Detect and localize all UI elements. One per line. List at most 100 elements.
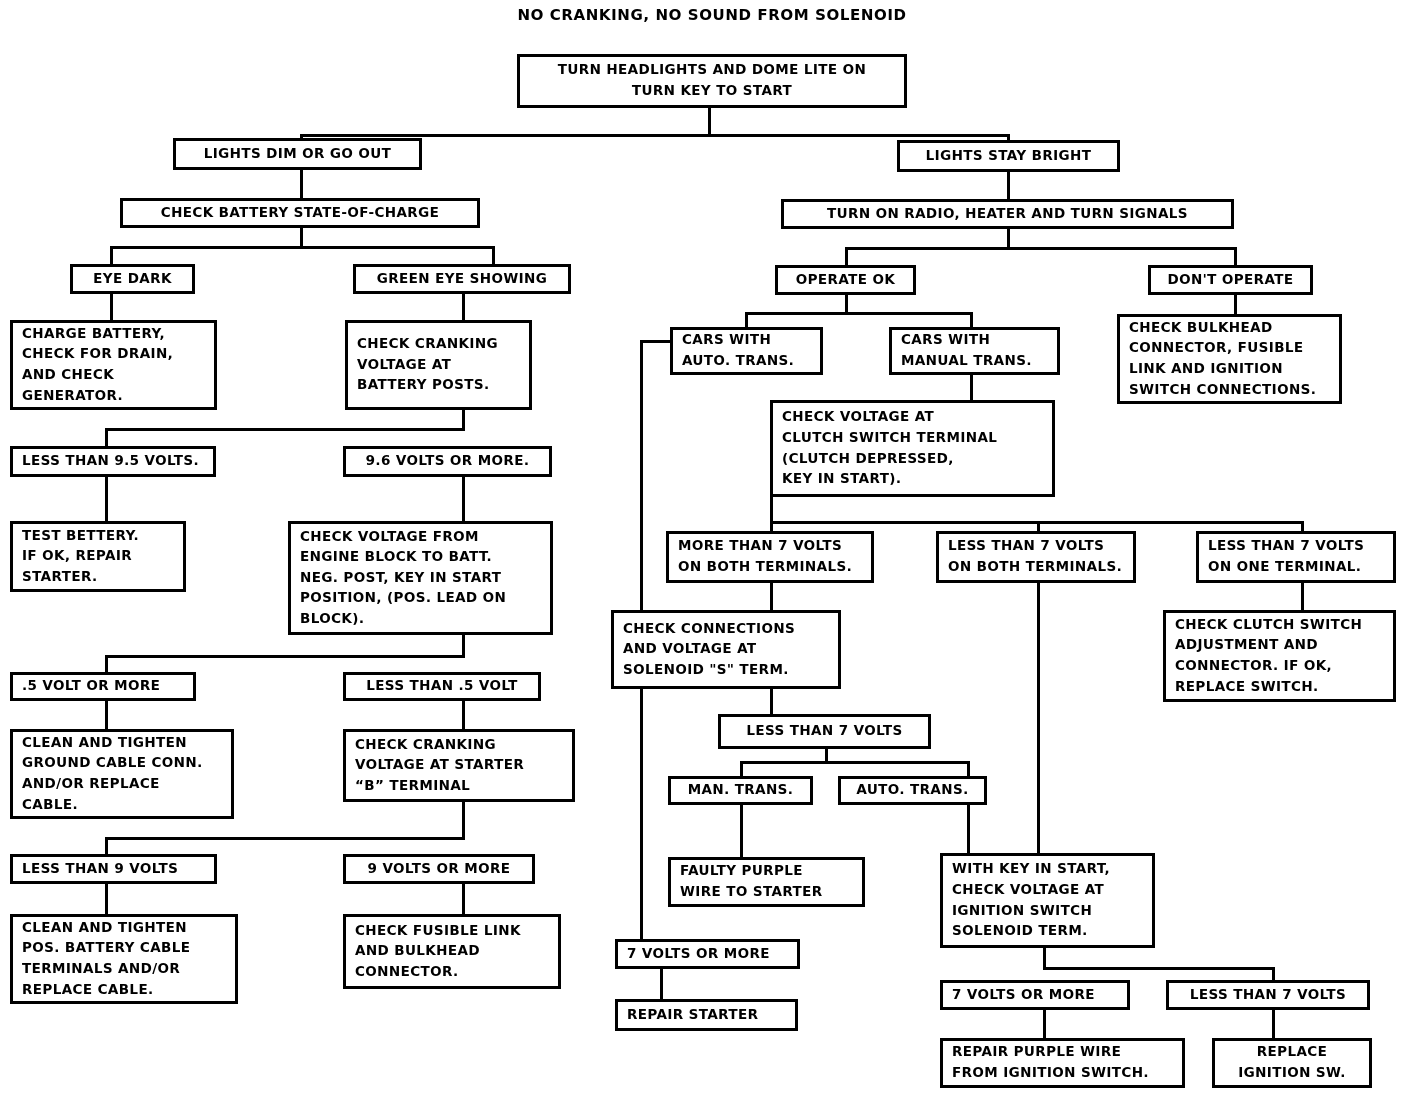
node-repair-starter[interactable]: REPAIR STARTER [615,999,798,1031]
connector [1043,1010,1046,1038]
node-lights-bright[interactable]: LIGHTS STAY BRIGHT [897,140,1120,172]
node-check-state-of-charge[interactable]: CHECK BATTERY STATE-OF-CHARGE [120,198,480,228]
node-label: GREEN EYE SHOWING [376,270,548,287]
node-label: WITH KEY IN START, CHECK VOLTAGE AT IGNI… [952,861,1111,940]
connector [462,701,465,729]
node-label: TEST BETTERY. IF OK, REPAIR STARTER. [22,527,140,585]
connector [967,805,970,853]
node-label: EYE DARK [93,270,172,287]
node-check-clutch-voltage[interactable]: CHECK VOLTAGE AT CLUTCH SWITCH TERMINAL … [770,400,1055,497]
connector [1043,948,1046,970]
node-more-than-7-both[interactable]: MORE THAN 7 VOLTS ON BOTH TERMINALS. [666,531,874,583]
node-check-voltage-block[interactable]: CHECK VOLTAGE FROM ENGINE BLOCK TO BATT.… [288,521,553,635]
connector [708,108,711,137]
node-label: LESS THAN .5 VOLT [366,678,518,695]
node-label: CHECK BULKHEAD CONNECTOR, FUSIBLE LINK A… [1129,319,1317,398]
node-check-connections-solenoid[interactable]: CHECK CONNECTIONS AND VOLTAGE AT SOLENOI… [611,610,841,689]
node-label: .5 VOLT OR MORE [22,678,161,695]
node-label: CHARGE BATTERY, CHECK FOR DRAIN, AND CHE… [22,325,174,404]
node-96-volts-or-more[interactable]: 9.6 VOLTS OR MORE. [343,446,552,477]
connector [105,477,108,521]
node-check-cranking-starter[interactable]: CHECK CRANKING VOLTAGE AT STARTER “B” TE… [343,729,575,802]
node-label: FAULTY PURPLE WIRE TO STARTER [680,863,823,900]
node-clean-ground-cable[interactable]: CLEAN AND TIGHTEN GROUND CABLE CONN. AND… [10,729,234,819]
node-cars-auto-trans[interactable]: CARS WITH AUTO. TRANS. [670,327,823,375]
node-label: CLEAN AND TIGHTEN POS. BATTERY CABLE TER… [22,919,191,998]
connector [105,837,465,840]
connector [105,655,108,672]
node-cars-manual-trans[interactable]: CARS WITH MANUAL TRANS. [889,327,1060,375]
node-9-volts-or-more[interactable]: 9 VOLTS OR MORE [343,854,535,884]
node-turn-on-radio[interactable]: TURN ON RADIO, HEATER AND TURN SIGNALS [781,199,1234,229]
connector [110,246,495,249]
node-label: CHECK VOLTAGE FROM ENGINE BLOCK TO BATT.… [300,528,507,627]
connector [110,294,113,321]
connector [770,583,773,610]
node-label: OPERATE OK [795,271,896,288]
connector [105,837,108,854]
node-label: REPAIR STARTER [627,1006,759,1023]
node-less-than-half-volt[interactable]: LESS THAN .5 VOLT [343,672,541,701]
node-eye-dark[interactable]: EYE DARK [70,264,195,294]
connector [740,761,743,776]
node-man-trans[interactable]: MAN. TRANS. [668,776,813,805]
connector [300,134,1010,137]
connector [1234,294,1237,314]
node-less-than-7-both[interactable]: LESS THAN 7 VOLTS ON BOTH TERMINALS. [936,531,1136,583]
node-clean-pos-battery-cable[interactable]: CLEAN AND TIGHTEN POS. BATTERY CABLE TER… [10,914,238,1004]
node-less-than-7-one[interactable]: LESS THAN 7 VOLTS ON ONE TERMINAL. [1196,531,1396,583]
node-label: REPLACE IGNITION SW. [1238,1044,1346,1081]
connector [845,294,848,314]
node-label: 9.6 VOLTS OR MORE. [365,453,530,470]
connector [105,701,108,729]
connector [740,805,743,857]
connector [105,428,465,431]
node-green-eye-showing[interactable]: GREEN EYE SHOWING [353,264,571,294]
connector [825,749,828,763]
node-label: 7 VOLTS OR MORE [952,986,1095,1003]
node-lights-dim[interactable]: LIGHTS DIM OR GO OUT [173,138,422,170]
connector [1272,1010,1275,1038]
node-label: CHECK VOLTAGE AT CLUTCH SWITCH TERMINAL … [782,409,998,488]
diagram-title: NO CRANKING, NO SOUND FROM SOLENOID [517,6,907,24]
node-label: CARS WITH AUTO. TRANS. [682,332,795,369]
connector [462,408,465,430]
node-faulty-purple-wire[interactable]: FAULTY PURPLE WIRE TO STARTER [668,857,865,907]
node-repair-purple-wire[interactable]: REPAIR PURPLE WIRE FROM IGNITION SWITCH. [940,1038,1185,1088]
node-auto-trans[interactable]: AUTO. TRANS. [838,776,987,805]
node-with-key-in-start[interactable]: WITH KEY IN START, CHECK VOLTAGE AT IGNI… [940,853,1155,948]
node-dont-operate[interactable]: DON'T OPERATE [1148,265,1313,295]
connector [1007,172,1010,201]
connector [1007,229,1010,249]
node-label: LIGHTS STAY BRIGHT [925,147,1092,164]
node-label: 9 VOLTS OR MORE [367,860,511,877]
node-replace-ignition-switch[interactable]: REPLACE IGNITION SW. [1212,1038,1372,1088]
connector [660,969,663,999]
connector [462,635,465,657]
node-test-battery[interactable]: TEST BETTERY. IF OK, REPAIR STARTER. [10,521,186,592]
connector [462,477,465,521]
node-less-than-7-volts-ignition[interactable]: LESS THAN 7 VOLTS [1166,980,1370,1010]
node-label: LIGHTS DIM OR GO OUT [203,145,392,162]
node-check-fusible-link[interactable]: CHECK FUSIBLE LINK AND BULKHEAD CONNECTO… [343,914,561,989]
connector [745,312,748,328]
node-7-volts-or-more-starter[interactable]: 7 VOLTS OR MORE [615,939,800,969]
connector [1234,247,1237,267]
node-less-than-9-volts[interactable]: LESS THAN 9 VOLTS [10,854,217,884]
connector [970,375,973,401]
node-check-bulkhead[interactable]: CHECK BULKHEAD CONNECTOR, FUSIBLE LINK A… [1117,314,1342,404]
node-check-clutch-adjustment[interactable]: CHECK CLUTCH SWITCH ADJUSTMENT AND CONNE… [1163,610,1396,702]
node-label: LESS THAN 9.5 VOLTS. [22,453,200,470]
node-label: MORE THAN 7 VOLTS ON BOTH TERMINALS. [678,538,853,575]
node-operate-ok[interactable]: OPERATE OK [775,265,916,295]
node-start[interactable]: TURN HEADLIGHTS AND DOME LITE ON TURN KE… [517,54,907,108]
node-label: DON'T OPERATE [1167,271,1294,288]
node-less-than-7-solenoid[interactable]: LESS THAN 7 VOLTS [718,714,931,749]
node-charge-battery[interactable]: CHARGE BATTERY, CHECK FOR DRAIN, AND CHE… [10,320,217,410]
connector [1301,583,1304,610]
node-label: AUTO. TRANS. [856,782,969,799]
node-check-cranking-posts[interactable]: CHECK CRANKING VOLTAGE AT BATTERY POSTS. [345,320,532,410]
node-half-volt-or-more[interactable]: .5 VOLT OR MORE [10,672,196,701]
node-7-volts-or-more-ignition[interactable]: 7 VOLTS OR MORE [940,980,1130,1010]
node-less-than-95-volts[interactable]: LESS THAN 9.5 VOLTS. [10,446,216,477]
